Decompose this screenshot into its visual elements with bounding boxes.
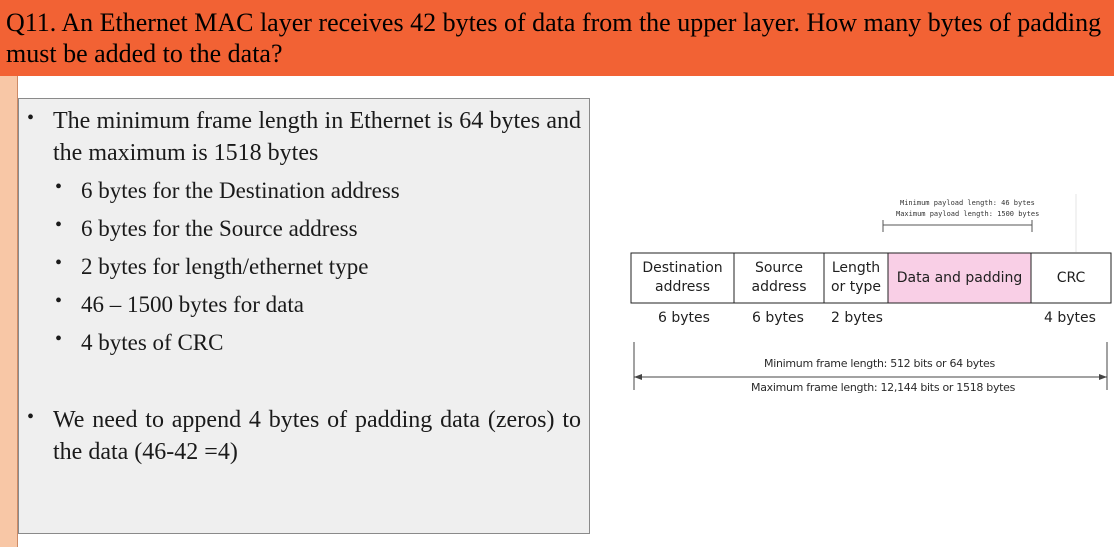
- ethernet-frame-diagram: Minimum payload length: 46 bytes Maximum…: [620, 180, 1114, 420]
- destination-field-label: Destination address: [642, 260, 723, 295]
- destination-box: [630, 252, 735, 304]
- sub-bullet-text: 46 – 1500 bytes for data: [81, 292, 304, 317]
- data-padding-box: [887, 252, 1032, 304]
- sub-bullet-text: 6 bytes for the Destination address: [81, 178, 400, 203]
- destination-field: Destination address: [631, 253, 734, 303]
- frame-max-label: Maximum frame length: 12,144 bits or 151…: [751, 381, 1016, 394]
- left-accent-bar: [0, 76, 17, 547]
- sub-bullet-text: 4 bytes of CRC: [81, 330, 224, 355]
- frame-diagram-lines: [630, 194, 1112, 390]
- crc-box: [1030, 252, 1112, 304]
- slide-title: Q11. An Ethernet MAC layer receives 42 b…: [0, 0, 1114, 76]
- arrow-right: [1099, 374, 1107, 380]
- data-padding-field-label: Data and padding: [896, 269, 1023, 286]
- left-accent-divider: [17, 76, 18, 547]
- bullet-dot: •: [55, 290, 63, 312]
- frame-min-label: Minimum frame length: 512 bits or 64 byt…: [764, 357, 995, 370]
- length-field-label: Length or type: [830, 260, 882, 295]
- payload-min-label: Minimum payload length: 46 bytes: [900, 199, 1035, 207]
- bullet-dot: •: [27, 406, 35, 428]
- length-field: Length or type: [824, 253, 888, 303]
- crc-size: 4 bytes: [1044, 310, 1096, 326]
- source-field: Source address: [734, 253, 824, 303]
- slide-title-text: Q11. An Ethernet MAC layer receives 42 b…: [6, 8, 1102, 68]
- bullet-dot: •: [55, 252, 63, 274]
- bullet-dot: •: [55, 328, 63, 350]
- destination-size: 6 bytes: [658, 310, 710, 326]
- bullet-dot: •: [55, 214, 63, 236]
- bullet-dot: •: [55, 176, 63, 198]
- sub-bullet-text: 6 bytes for the Source address: [81, 216, 358, 241]
- bullet-content-box: • The minimum frame length in Ethernet i…: [18, 98, 590, 534]
- data-padding-field: Data and padding: [888, 253, 1031, 303]
- bullet-text-padding: We need to append 4 bytes of padding dat…: [53, 407, 581, 465]
- payload-max-label: Maximum payload length: 1500 bytes: [896, 210, 1040, 218]
- length-size: 2 bytes: [831, 310, 883, 326]
- source-box: [733, 252, 825, 304]
- crc-field: CRC: [1031, 253, 1111, 303]
- arrow-left: [634, 374, 642, 380]
- bullet-dot: •: [27, 107, 35, 129]
- source-field-label: Source address: [751, 260, 807, 295]
- source-size: 6 bytes: [752, 310, 804, 326]
- crc-field-label: CRC: [1056, 269, 1086, 286]
- sub-bullet-text: 2 bytes for length/ethernet type: [81, 254, 369, 279]
- bullet-text-frame-length: The minimum frame length in Ethernet is …: [53, 108, 581, 166]
